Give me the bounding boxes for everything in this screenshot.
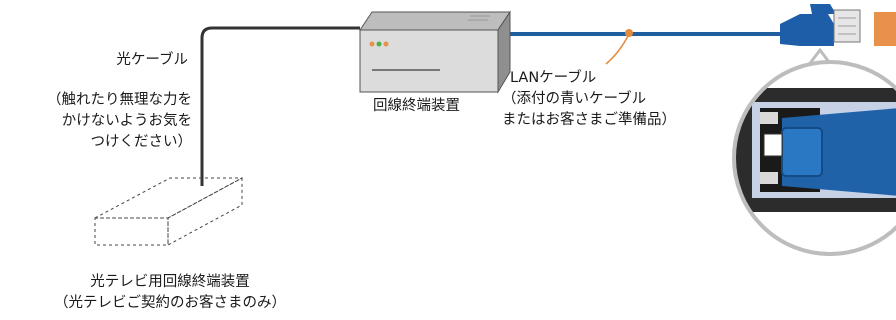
fiber-note-line-3: つけください） — [90, 134, 193, 150]
tv-device-dashed-icon — [94, 177, 243, 246]
lan-note-line-1: （添付の青いケーブル — [502, 91, 647, 107]
fiber-note-line-1: （触れたり無理な力を — [47, 92, 192, 108]
lan-leader-dot — [625, 29, 633, 37]
lan-note-line-2: またはお客さまご準備品） — [502, 112, 676, 128]
lan-cable-label: LANケーブル — [510, 70, 597, 86]
tv-device-label: 光テレビ用回線終端装置 （光テレビご契約のお客さまのみ） — [30, 272, 310, 314]
fiber-cable-label: 光ケーブル — [116, 52, 188, 68]
fiber-note-line-2: かけないようお気を — [61, 113, 192, 129]
lan-connector-icon — [780, 4, 861, 46]
lan-leader-line — [605, 33, 630, 65]
ont-label: 回線終端装置 — [373, 98, 460, 114]
fiber-cable-line — [200, 26, 360, 186]
tv-device-line-2: （光テレビご契約のお客さまのみ） — [54, 295, 286, 311]
tv-device-line-1: 光テレビ用回線終端装置 — [90, 274, 250, 290]
fiber-caution-note: （触れたり無理な力を かけないようお気を つけください） — [0, 90, 192, 153]
ont-device-icon — [359, 10, 511, 94]
zoom-detail-icon — [734, 62, 896, 254]
lan-cable-note: （添付の青いケーブル またはお客さまご準備品） — [502, 89, 676, 131]
zoom-circle-border — [732, 60, 896, 256]
router-edge-icon — [874, 12, 896, 46]
